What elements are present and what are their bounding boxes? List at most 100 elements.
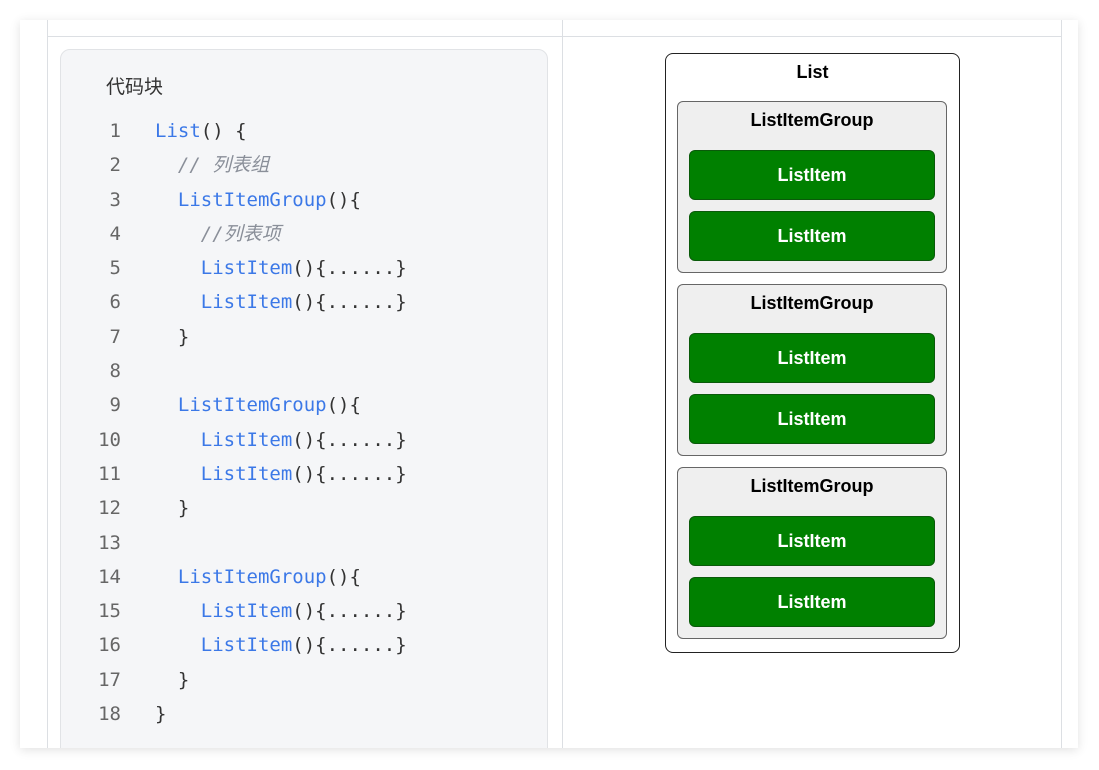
code-line: 17 } — [81, 663, 407, 697]
line-number: 18 — [98, 703, 121, 726]
line-number: 3 — [109, 188, 121, 211]
code-punctuation: } — [155, 703, 167, 726]
code-punctuation: (){......} — [292, 634, 407, 657]
code-text: } — [155, 320, 189, 354]
code-comment: //列表项 — [200, 222, 281, 245]
list-item: ListItem — [689, 577, 935, 627]
code-text: // 列表组 — [155, 148, 269, 182]
code-function: ListItem — [200, 428, 293, 451]
line-number: 14 — [98, 565, 121, 588]
code-function: ListItem — [200, 634, 293, 657]
code-line: 3 ListItemGroup(){ — [81, 183, 407, 217]
code-line: 15 ListItem(){......} — [81, 594, 407, 628]
list-item: ListItem — [689, 211, 935, 261]
code-text: ListItem(){......} — [155, 457, 407, 491]
line-number: 9 — [109, 394, 121, 417]
list-diagram-title: List — [796, 62, 829, 82]
line-number: 7 — [109, 325, 121, 348]
list-item: ListItem — [689, 333, 935, 383]
line-number: 13 — [98, 531, 121, 554]
line-number: 17 — [98, 668, 121, 691]
list-item-group-title: ListItemGroup — [750, 476, 874, 496]
line-number: 6 — [109, 291, 121, 314]
line-number: 4 — [109, 222, 121, 245]
code-text: } — [155, 663, 189, 697]
line-number: 5 — [109, 257, 121, 280]
code-punctuation: (){ — [326, 394, 361, 417]
code-function: ListItem — [200, 600, 293, 623]
code-text: } — [155, 697, 166, 731]
code-line: 16 ListItem(){......} — [81, 628, 407, 662]
code-line: 5 ListItem(){......} — [81, 251, 407, 285]
code-line: 9 ListItemGroup(){ — [81, 388, 407, 422]
code-punctuation: (){......} — [292, 462, 407, 485]
code-function: ListItemGroup — [177, 565, 327, 588]
code-punctuation: } — [177, 497, 190, 520]
code-function: ListItemGroup — [177, 394, 327, 417]
line-number: 15 — [98, 600, 121, 623]
code-punctuation: () { — [200, 120, 247, 142]
code-line: 12 } — [81, 491, 407, 525]
code-comment: // 列表组 — [177, 154, 270, 177]
list-item-group-title: ListItemGroup — [750, 110, 874, 130]
table-column-divider — [562, 20, 563, 748]
code-text: ListItem(){......} — [155, 594, 407, 628]
line-number: 11 — [98, 462, 121, 485]
list-item: ListItem — [689, 516, 935, 566]
code-line: 13 — [81, 526, 407, 560]
code-line: 8 — [81, 354, 407, 388]
code-function: ListItem — [200, 291, 293, 314]
code-text: //列表项 — [155, 217, 281, 251]
line-number: 1 — [109, 120, 121, 142]
table-left-border — [47, 20, 48, 748]
code-punctuation: } — [177, 668, 190, 691]
code-line: 6 ListItem(){......} — [81, 285, 407, 319]
code-line: 11 ListItem(){......} — [81, 457, 407, 491]
line-number: 12 — [98, 497, 121, 520]
code-punctuation: (){......} — [292, 291, 407, 314]
code-text: ListItem(){......} — [155, 423, 407, 457]
code-line: 1 List() { — [81, 114, 407, 148]
code-text: ListItemGroup(){ — [155, 560, 361, 594]
list-item: ListItem — [689, 150, 935, 200]
code-line: 18} — [81, 697, 407, 731]
code-text: } — [155, 491, 189, 525]
code-text: ListItemGroup(){ — [155, 388, 361, 422]
code-function: List — [155, 120, 201, 142]
code-block-title: 代码块 — [106, 76, 164, 98]
code-text: ListItem(){......} — [155, 628, 407, 662]
code-line: 2 // 列表组 — [81, 148, 407, 182]
code-function: ListItem — [200, 462, 293, 485]
code-punctuation: (){......} — [292, 428, 407, 451]
code-punctuation: (){ — [326, 188, 361, 211]
code-line: 7 } — [81, 320, 407, 354]
line-number: 8 — [109, 360, 121, 383]
code-punctuation: } — [177, 325, 190, 348]
code-text: ListItem(){......} — [155, 285, 407, 319]
code-line: 10 ListItem(){......} — [81, 423, 407, 457]
code-text: List() { — [155, 114, 247, 148]
code-punctuation: (){ — [326, 565, 361, 588]
list-item-group-title: ListItemGroup — [750, 293, 874, 313]
table-top-border — [47, 36, 1061, 37]
code-function: ListItem — [200, 257, 293, 280]
code-line: 14 ListItemGroup(){ — [81, 560, 407, 594]
code-text: ListItem(){......} — [155, 251, 407, 285]
table-right-border — [1061, 20, 1062, 748]
code-punctuation: (){......} — [292, 257, 407, 280]
code-line: 4 //列表项 — [81, 217, 407, 251]
code-text: ListItemGroup(){ — [155, 183, 361, 217]
code-punctuation: (){......} — [292, 600, 407, 623]
list-item: ListItem — [689, 394, 935, 444]
code-function: ListItemGroup — [177, 188, 327, 211]
line-number: 16 — [98, 634, 121, 657]
line-number: 10 — [98, 428, 121, 451]
line-number: 2 — [109, 154, 121, 177]
